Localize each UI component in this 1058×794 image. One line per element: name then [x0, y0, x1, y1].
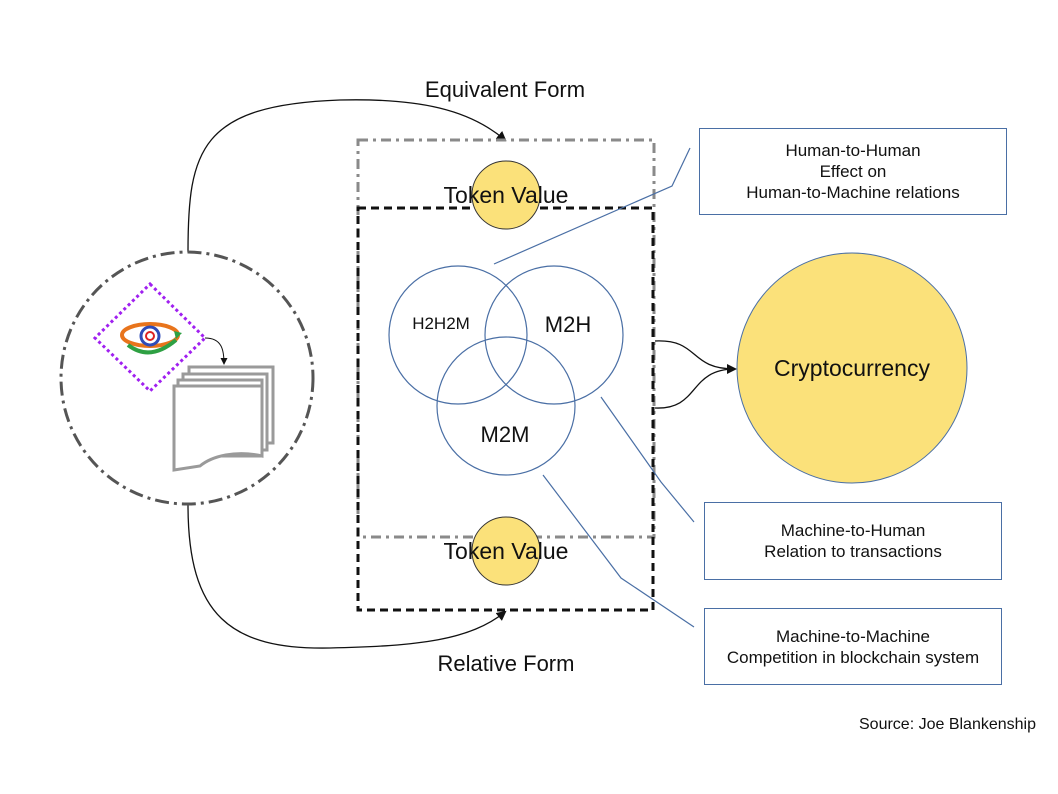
- callout-machine-to-machine: Machine-to-Machine Competition in blockc…: [704, 608, 1002, 685]
- cryptocurrency-circle: [736, 252, 968, 484]
- callout-human-to-human: Human-to-Human Effect on Human-to-Machin…: [699, 128, 1007, 215]
- callout-human-line-3: Human-to-Machine relations: [746, 183, 960, 202]
- venn-m2m-label: M2M: [481, 422, 530, 447]
- callout-line-human: [493, 147, 691, 265]
- cryptocurrency-label: Cryptocurrency: [774, 355, 930, 381]
- callout-machine-machine-line-2: Competition in blockchain system: [726, 647, 980, 667]
- source-credit: Source: Joe Blankenship: [859, 716, 1036, 733]
- callout-machine-human-line-2: Relation to transactions: [764, 542, 942, 561]
- callout-human-line-1: Human-to-Human: [785, 141, 921, 160]
- callout-human-line-2: Effect on: [819, 162, 887, 181]
- equivalent-frame: [356, 138, 656, 539]
- venn-h2h2m: [388, 265, 528, 405]
- venn-m2h-label: M2H: [545, 312, 591, 337]
- callout-machine-to-human: Machine-to-Human Relation to transaction…: [704, 502, 1002, 580]
- callout-machine-human-line-1: Machine-to-Human: [780, 521, 926, 540]
- to-crypto-arrow-upper: [654, 340, 737, 374]
- relative-form-arrow: [187, 504, 507, 649]
- token-value-top: [471, 160, 541, 230]
- documents-icon: [172, 365, 275, 472]
- equivalent-form-label: Equivalent Form: [425, 77, 585, 102]
- callout-line-machine-machine: [542, 474, 695, 628]
- venn-h2h2m-label: H2H2M: [412, 314, 470, 333]
- logo-to-documents-arrow: [204, 337, 228, 365]
- source-circle: [59, 250, 315, 506]
- logo-icon: [92, 281, 208, 394]
- callout-line-machine-human: [600, 396, 695, 523]
- to-crypto-arrow-lower: [654, 368, 736, 409]
- callout-machine-machine-line-1: Machine-to-Machine: [775, 626, 930, 646]
- equivalent-form-arrow: [187, 99, 507, 253]
- token-value-top-label: Token Value: [444, 182, 569, 208]
- token-value-bottom: [471, 516, 541, 586]
- relative-form-label: Relative Form: [438, 651, 575, 676]
- venn-m2m: [436, 336, 576, 476]
- token-value-bottom-label: Token Value: [444, 538, 569, 564]
- venn-m2h: [484, 265, 624, 405]
